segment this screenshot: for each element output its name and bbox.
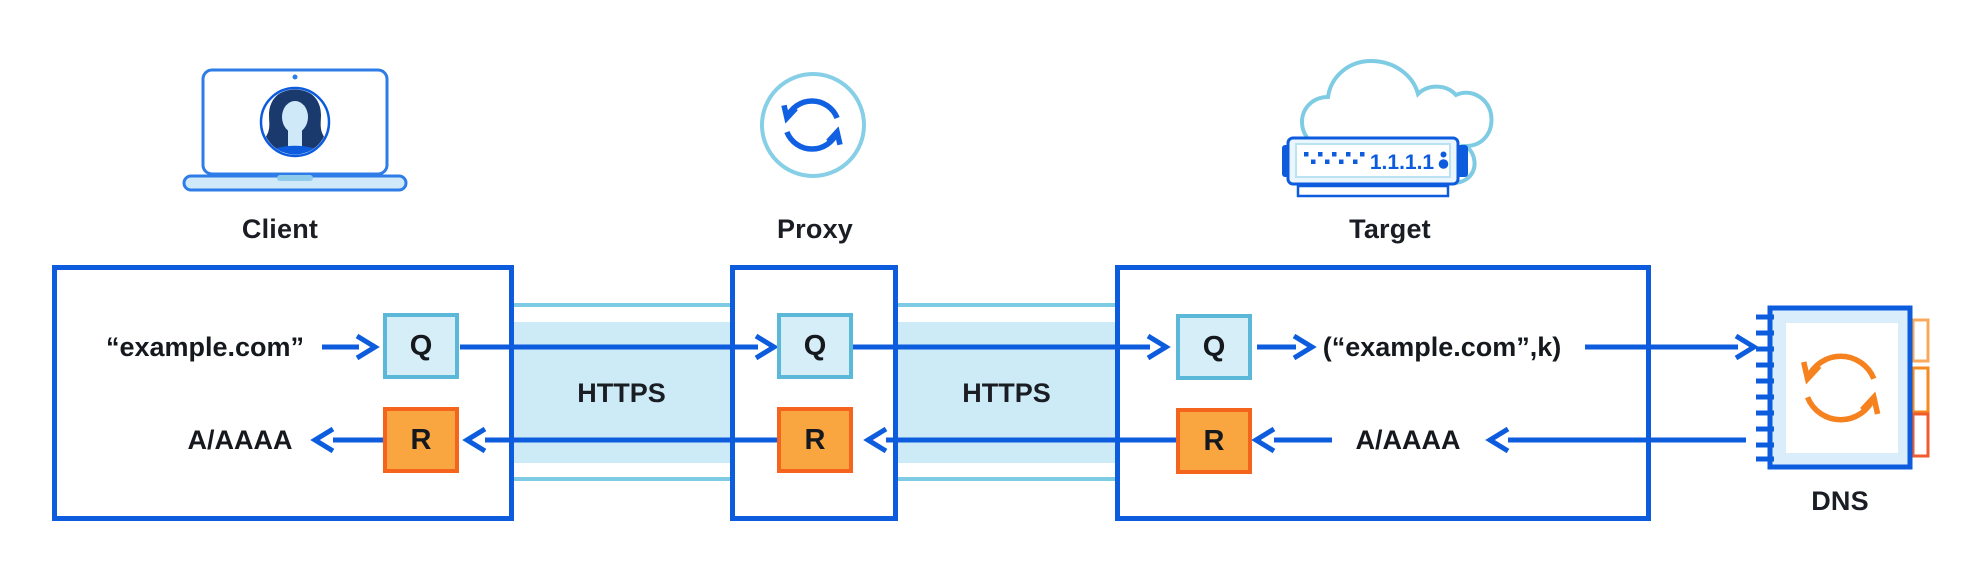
https-label: HTTPS bbox=[577, 378, 666, 408]
laptop-notch bbox=[277, 175, 313, 181]
target-label: Target bbox=[1349, 214, 1431, 244]
dns-sync-arrows-icon bbox=[1801, 353, 1881, 423]
avatar-neck bbox=[288, 128, 302, 148]
q-letter: Q bbox=[1202, 330, 1226, 363]
target-query-box: Q bbox=[1176, 314, 1252, 380]
channel-edge bbox=[513, 477, 730, 481]
notebook-page bbox=[1786, 323, 1898, 453]
sync-arrows-icon bbox=[781, 98, 843, 152]
r-letter: R bbox=[410, 423, 432, 456]
r-letter: R bbox=[1203, 424, 1225, 457]
server-ip-label: 1.1.1.1 bbox=[1370, 151, 1435, 174]
target-box bbox=[1115, 265, 1651, 521]
target-response-box: R bbox=[1176, 408, 1252, 474]
q-letter: Q bbox=[803, 329, 827, 362]
channel-edge bbox=[898, 477, 1115, 481]
server-base bbox=[1296, 184, 1450, 198]
client-response-text: A/AAAA bbox=[187, 425, 293, 455]
server-panel bbox=[1295, 143, 1451, 178]
server-icon: 1.1.1.1 bbox=[1282, 136, 1468, 198]
https-channel-proxy-target: HTTPS bbox=[898, 303, 1115, 481]
proxy-box bbox=[730, 265, 898, 521]
client-label: Client bbox=[241, 214, 319, 244]
laptop-user-icon bbox=[182, 68, 408, 192]
laptop-camera-dot bbox=[292, 74, 298, 80]
proxy-label: Proxy bbox=[776, 214, 854, 244]
client-box bbox=[52, 265, 514, 521]
client-query-text: “example.com” bbox=[105, 332, 305, 362]
q-letter: Q bbox=[409, 329, 433, 362]
proxy-response-box: R bbox=[777, 407, 853, 473]
https-channel-client-proxy: HTTPS bbox=[513, 303, 730, 481]
sync-outer-circle bbox=[760, 72, 866, 178]
notebook-spiral-binding bbox=[1756, 314, 1774, 462]
cloud-server-icon: 1.1.1.1 bbox=[1282, 58, 1494, 198]
https-label: HTTPS bbox=[962, 378, 1051, 408]
proxy-query-box: Q bbox=[777, 313, 853, 379]
target-response-text: A/AAAA bbox=[1355, 425, 1461, 455]
r-letter: R bbox=[804, 423, 826, 456]
server-dots-pattern bbox=[1304, 152, 1365, 164]
server-user-dot-icon bbox=[1438, 151, 1449, 169]
channel-edge bbox=[513, 303, 730, 307]
dns-label: DNS bbox=[1811, 486, 1869, 516]
client-response-box: R bbox=[383, 407, 459, 473]
avatar-face bbox=[282, 101, 308, 133]
avatar-shirt bbox=[262, 145, 328, 155]
channel-edge bbox=[898, 303, 1115, 307]
notebook-tabs bbox=[1911, 318, 1930, 458]
user-avatar bbox=[259, 86, 331, 158]
client-query-box: Q bbox=[383, 313, 459, 379]
dns-notebook-icon bbox=[1756, 305, 1930, 470]
target-encrypted-query-text: (“example.com”,k) bbox=[1322, 332, 1562, 362]
proxy-sync-icon bbox=[760, 72, 866, 178]
